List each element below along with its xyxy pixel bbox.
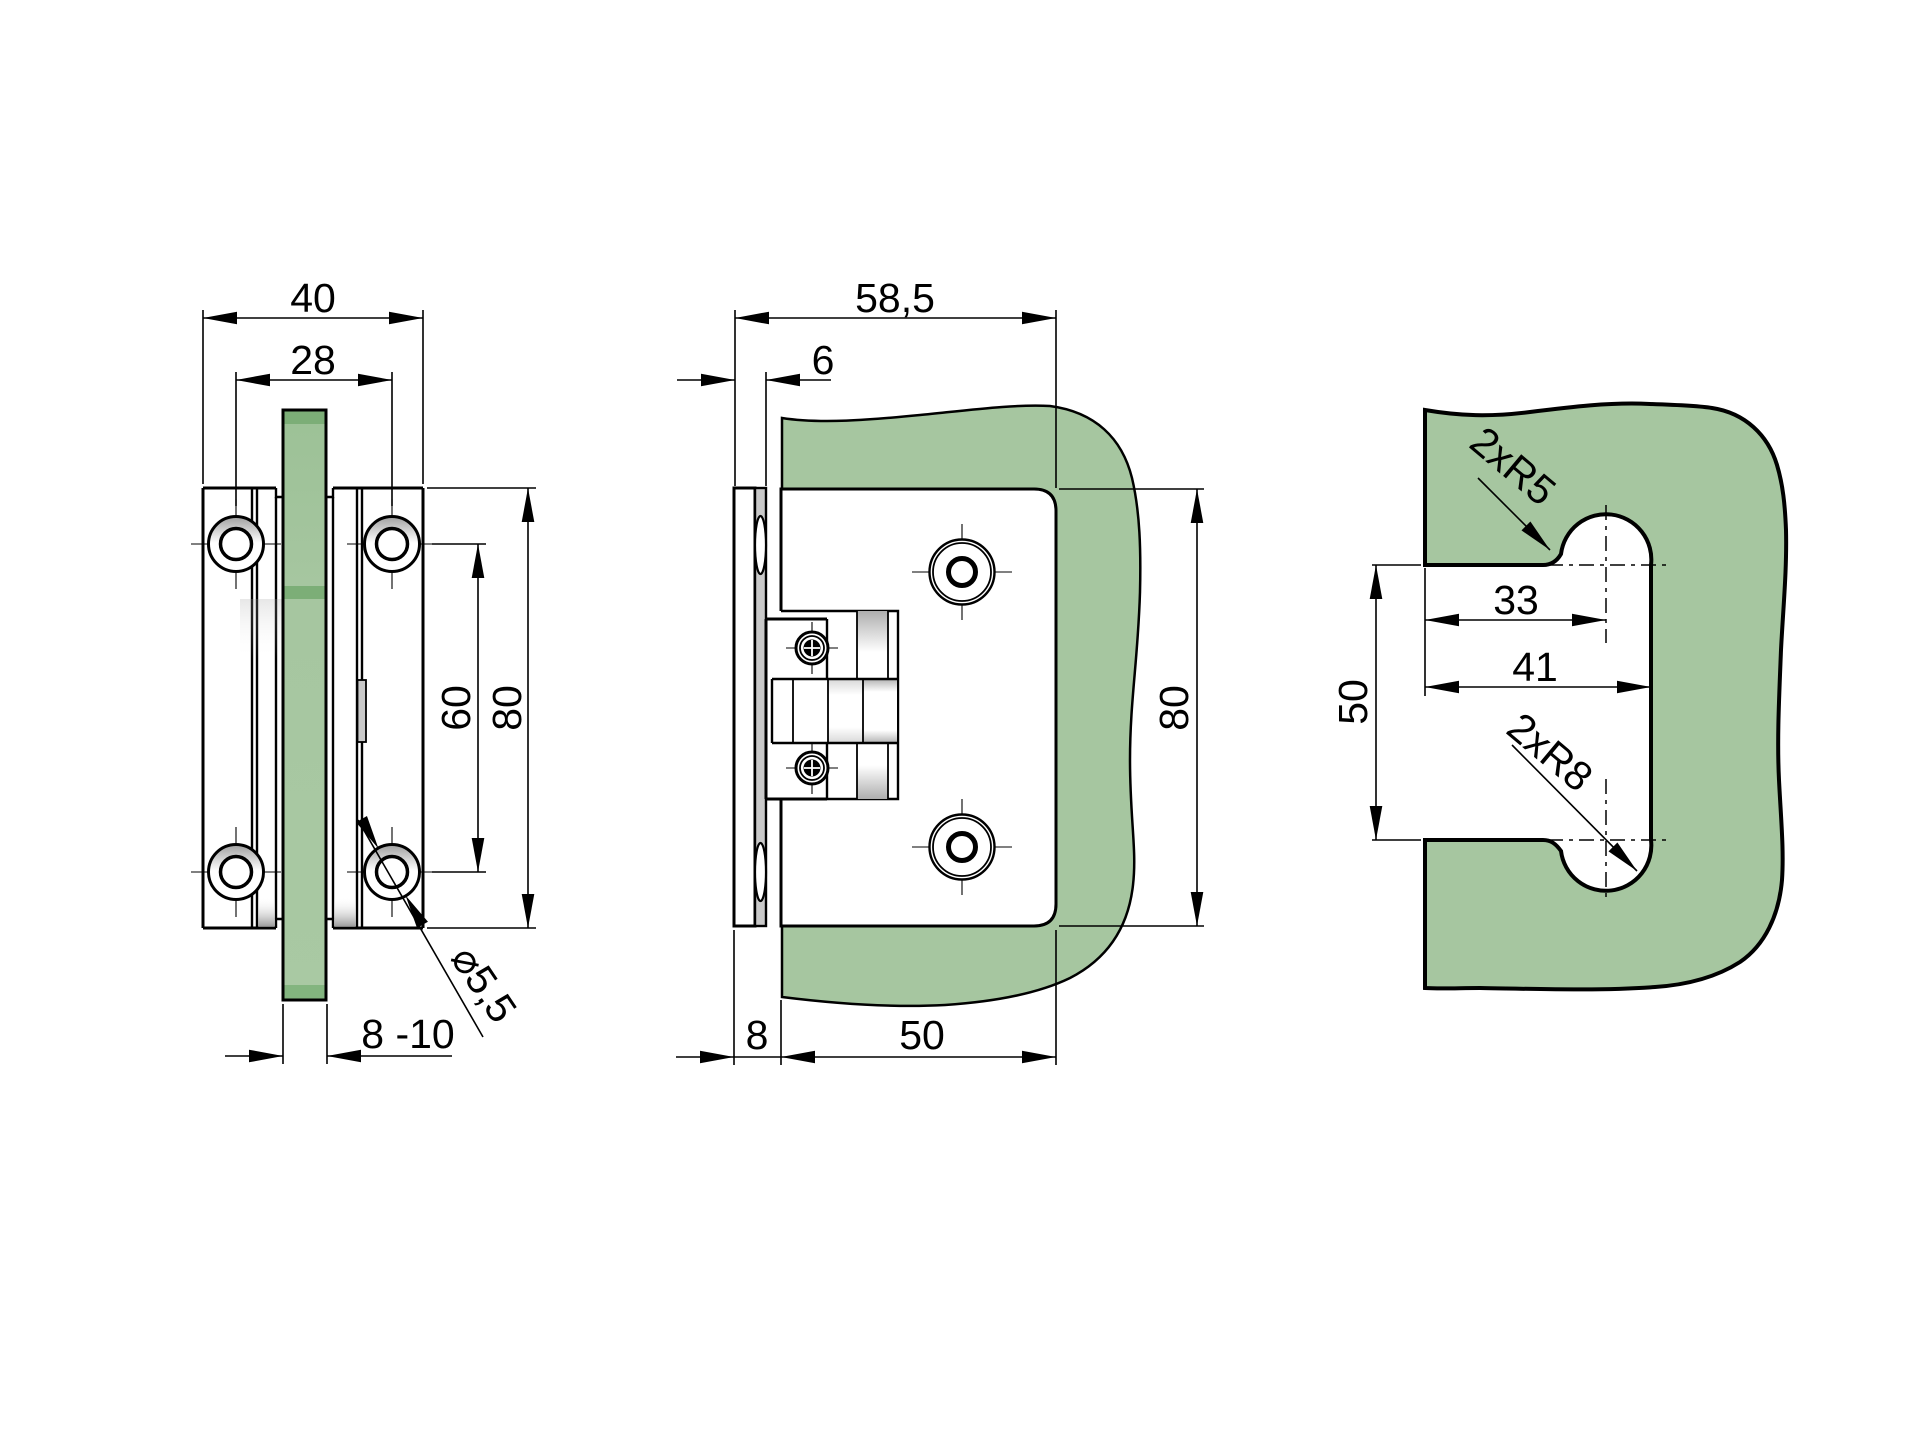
dim-label-50-cutout: 50 (1330, 679, 1376, 725)
dim-label-8: 8 (746, 1012, 769, 1058)
wall-plate (732, 486, 768, 928)
dim-width-585: 58,5 (734, 275, 1057, 488)
hinge-knuckle (764, 611, 898, 801)
dim-label-80-front: 80 (484, 685, 530, 731)
front-view: 40 28 60 80 8 -10 (191, 275, 536, 1064)
dim-label-80-side: 80 (1151, 685, 1197, 731)
dim-wall-plate-6: 6 (677, 337, 834, 486)
bump-centerlines (1548, 505, 1668, 899)
dim-label-28: 28 (290, 337, 336, 383)
set-screw (786, 622, 838, 674)
dim-cutout-50: 50 (1330, 564, 1421, 841)
glass-side (780, 404, 1142, 1008)
screw-hole (347, 499, 437, 589)
screw-hole (191, 499, 281, 589)
dim-label-8-10: 8 -10 (361, 1011, 454, 1057)
dim-glass-thickness: 8 -10 (225, 1004, 455, 1064)
wall-slot-top (753, 514, 768, 576)
dim-height-80-side: 80 (1059, 488, 1204, 927)
cutout-view: 50 33 41 2xR5 2xR8 (1330, 401, 1789, 992)
dim-label-6: 6 (812, 337, 835, 383)
set-screw (786, 742, 838, 794)
side-view: 58,5 6 80 8 50 (676, 275, 1204, 1065)
screw-hole (191, 827, 281, 917)
glass-cutout (1423, 401, 1789, 992)
dim-label-585: 58,5 (855, 275, 935, 321)
dim-cutout-41: 41 (1425, 644, 1651, 694)
dim-label-60: 60 (433, 685, 479, 731)
dim-label-50-side: 50 (899, 1012, 945, 1058)
dim-offset-8: 8 50 (676, 930, 1057, 1065)
dim-width-40: 40 (202, 275, 424, 484)
dim-holes-60: 60 (432, 543, 486, 873)
dim-label-40: 40 (290, 275, 336, 321)
hinge-pin-slot (356, 679, 367, 743)
dim-label-41: 41 (1512, 644, 1558, 690)
dim-height-80-front: 80 (427, 487, 536, 929)
dim-bump-33: 33 (1424, 568, 1606, 696)
plate-hole (912, 799, 1012, 895)
dim-holes-28: 28 (235, 337, 393, 506)
dim-label-33: 33 (1493, 577, 1539, 623)
glass-strip (240, 408, 328, 1002)
plate-hole (912, 524, 1012, 620)
clamp-plate (779, 487, 1058, 928)
wall-slot-bottom (753, 841, 768, 903)
